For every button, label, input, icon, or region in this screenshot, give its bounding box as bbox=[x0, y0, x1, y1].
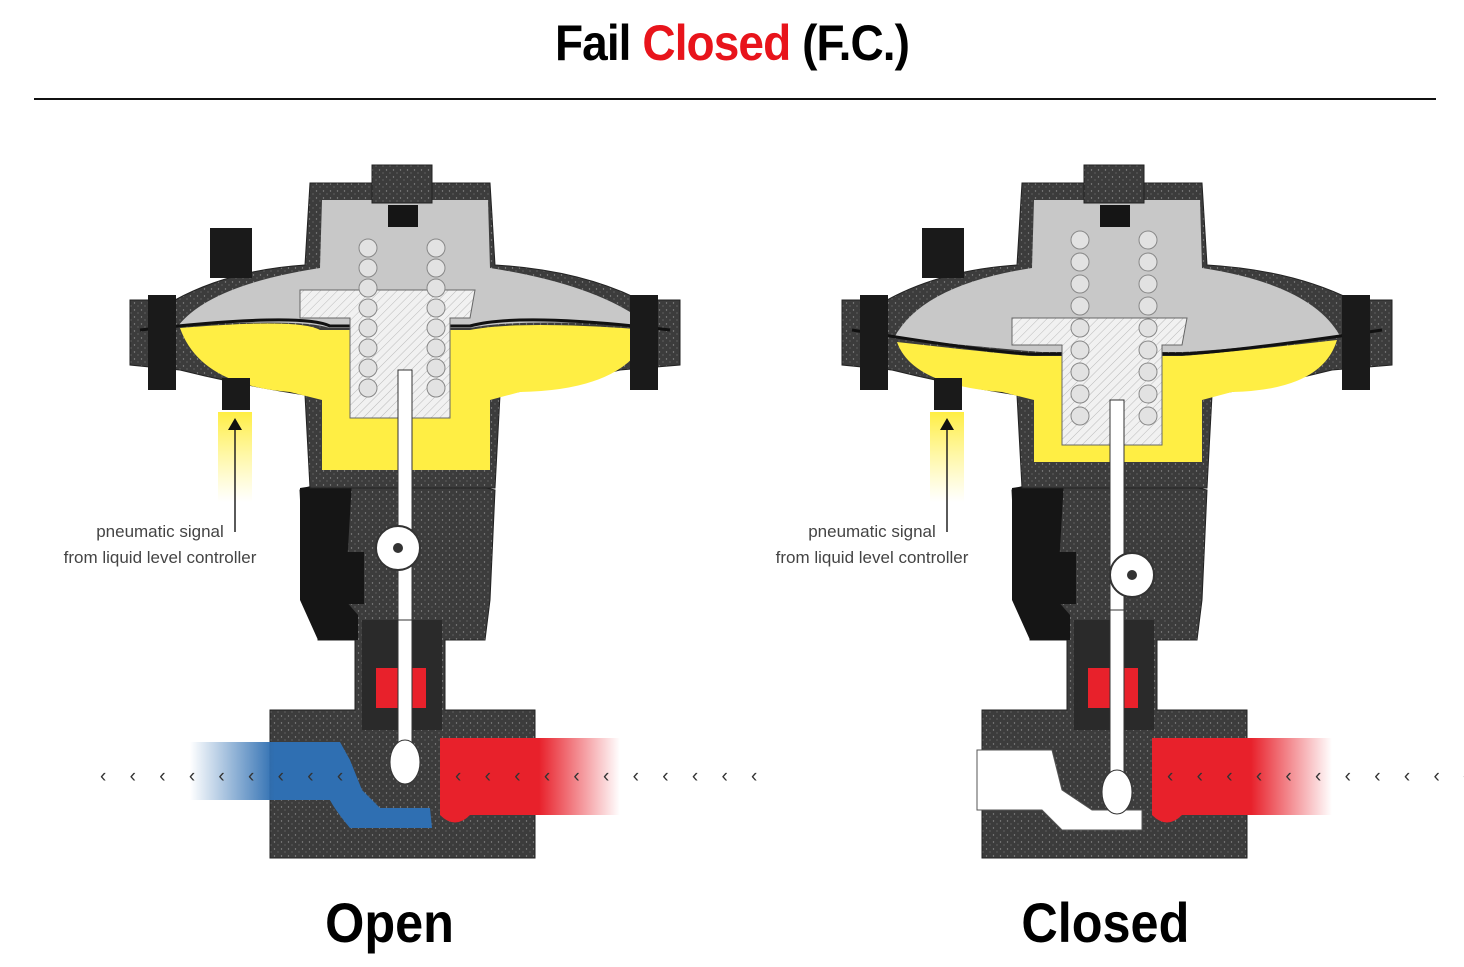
flow-arrows-left: ‹ ‹ ‹ ‹ ‹ ‹ ‹ ‹ ‹ bbox=[100, 766, 352, 787]
signal-port bbox=[222, 378, 250, 410]
title-highlight: Closed bbox=[642, 15, 791, 71]
travel-indicator bbox=[340, 525, 421, 604]
flange-bolt-left bbox=[148, 295, 176, 390]
valve-closed: ‹ ‹ ‹ ‹ ‹ ‹ ‹ ‹ ‹ ‹ ‹ pneumatic signal f… bbox=[776, 164, 1464, 859]
flow-arrows-right: ‹ ‹ ‹ ‹ ‹ ‹ ‹ ‹ ‹ ‹ ‹ bbox=[1167, 766, 1464, 787]
title-part-2: (F.C.) bbox=[790, 15, 910, 71]
title-divider bbox=[34, 98, 1436, 100]
inlet-flow bbox=[440, 738, 620, 823]
spring-chamber bbox=[178, 200, 650, 328]
signal-label-line1: pneumatic signal bbox=[808, 522, 936, 541]
spring-coils bbox=[358, 238, 446, 398]
title-part-1: Fail bbox=[554, 15, 643, 71]
vent-plug bbox=[922, 228, 964, 278]
signal-arrow-icon bbox=[228, 418, 242, 430]
signal-label-line2: from liquid level controller bbox=[776, 548, 969, 567]
outlet-empty bbox=[976, 749, 1143, 831]
top-cap bbox=[371, 164, 433, 204]
signal-port bbox=[934, 378, 962, 410]
spring-chamber bbox=[894, 200, 1340, 352]
spring-coils bbox=[1070, 230, 1158, 426]
flange-bolt-right bbox=[630, 295, 658, 390]
actuator-stem bbox=[397, 369, 413, 621]
valve-plug bbox=[389, 739, 421, 785]
flange-bolt-right bbox=[1342, 295, 1370, 390]
flow-arrows-right: ‹ ‹ ‹ ‹ ‹ ‹ ‹ ‹ ‹ ‹ ‹ bbox=[455, 766, 766, 787]
inlet-flow bbox=[1152, 738, 1332, 823]
signal-label-line2: from liquid level controller bbox=[64, 548, 257, 567]
valve-open: ‹ ‹ ‹ ‹ ‹ ‹ ‹ ‹ ‹ ‹ ‹ ‹ ‹ ‹ ‹ ‹ ‹ ‹ ‹ ‹ … bbox=[64, 164, 766, 859]
outlet-flow bbox=[190, 742, 432, 828]
valve-plug bbox=[1101, 769, 1133, 815]
top-nut bbox=[388, 205, 418, 227]
signal-label-line1: pneumatic signal bbox=[96, 522, 224, 541]
diaphragm bbox=[139, 318, 671, 332]
vent-plug bbox=[210, 228, 252, 278]
diaphragm bbox=[851, 328, 1383, 356]
page-title: Fail Closed (F.C.) bbox=[59, 14, 1406, 72]
travel-indicator bbox=[1052, 552, 1155, 604]
state-label-closed: Closed bbox=[1021, 891, 1190, 954]
signal-arrow-icon bbox=[940, 418, 954, 430]
flange-bolt-left bbox=[860, 295, 888, 390]
top-nut bbox=[1100, 205, 1130, 227]
top-cap bbox=[1083, 164, 1145, 204]
state-label-open: Open bbox=[325, 891, 454, 954]
